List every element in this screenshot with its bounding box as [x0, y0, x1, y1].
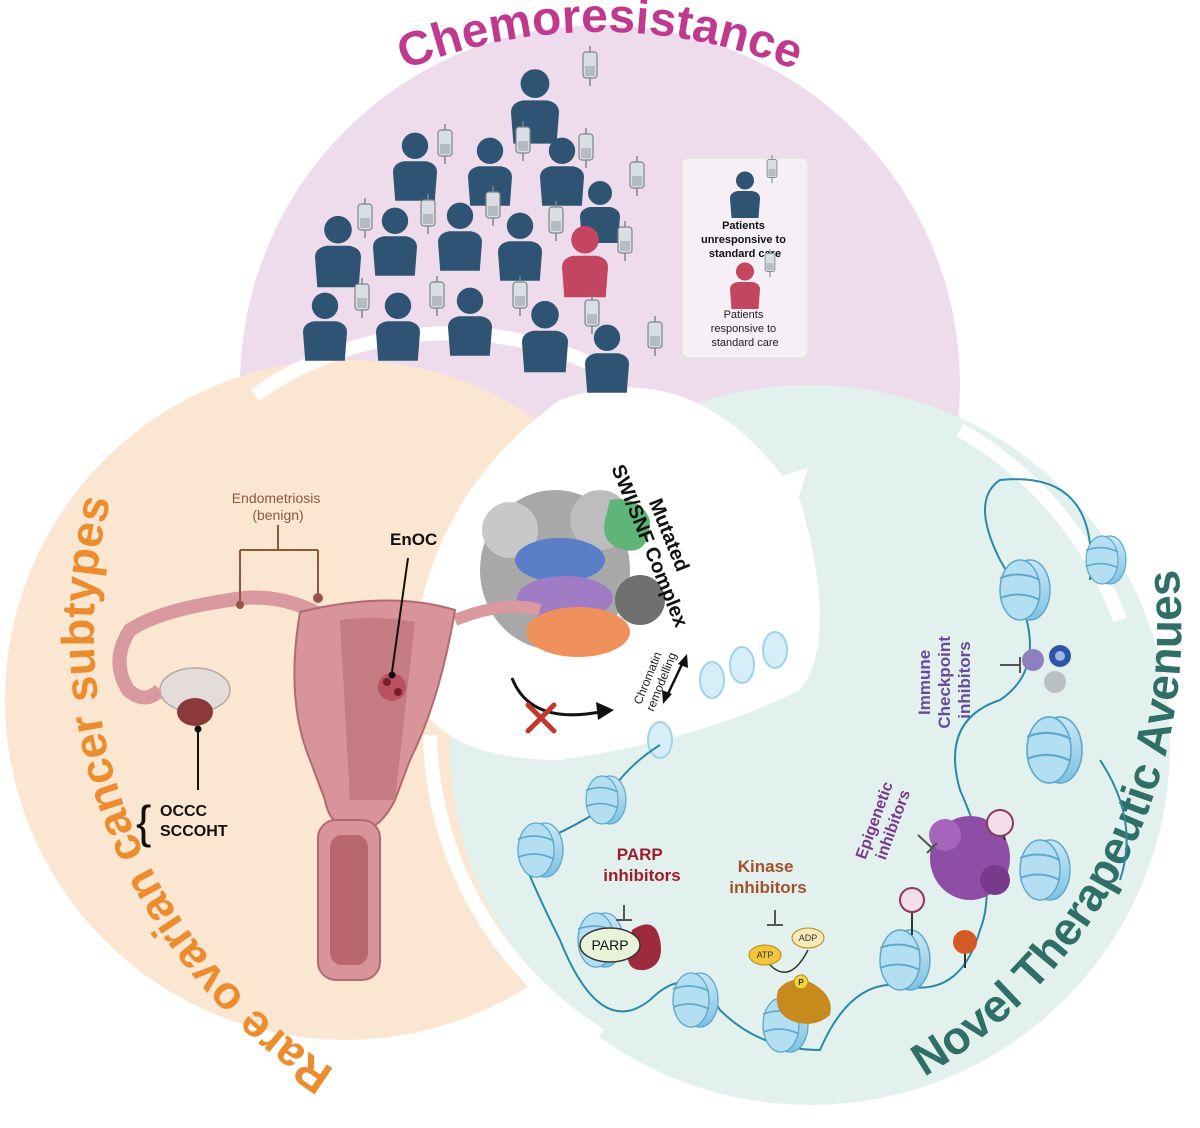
legend-unresponsive-line3: standard care [709, 248, 781, 260]
nucleosome-icon [1025, 715, 1084, 785]
subtype-brace: { [136, 796, 151, 848]
legend-responsive-line1: Patients [724, 309, 764, 321]
nucleosome-icon [672, 972, 719, 1028]
nucleosome-icon [999, 559, 1051, 621]
endometriosis-pointer [239, 525, 319, 602]
nucleosome-icon [1019, 839, 1071, 901]
legend-unresponsive-line1: Patients [722, 220, 765, 232]
subtypes-label: OCCC SCCOHT [160, 803, 228, 840]
legend-responsive-line3: standard care [711, 337, 778, 349]
kinase-enzyme [776, 979, 831, 1024]
svg-text:P: P [798, 978, 804, 987]
nucleosome-icon [517, 822, 564, 878]
parp-protein [579, 927, 641, 963]
histone-mark-orange [953, 930, 977, 954]
enoc-label: EnOC [390, 530, 437, 549]
nucleosome-icon [585, 775, 627, 825]
parp-inhibitors-label: PARP inhibitors [603, 845, 680, 885]
immune-cell-icon [1022, 649, 1044, 671]
uterus-illustration [112, 590, 542, 981]
legend-responsive-line2: responsive to [711, 323, 776, 335]
phospho-icon [793, 974, 809, 990]
legend-unresponsive-line2: unresponsive to [701, 234, 786, 246]
parp-protein-label: PARP [591, 937, 628, 953]
histone-mark-pink [986, 809, 1014, 837]
svg-text:ADP: ADP [799, 933, 818, 943]
svg-text:ATP: ATP [757, 950, 774, 960]
endometriosis-label: Endometriosis (benign) [232, 490, 325, 523]
blocked-cross-icon [525, 702, 557, 734]
progression-arrow [729, 489, 786, 546]
adp-molecule [791, 927, 825, 949]
patient-legend: Patients unresponsive to standard care P… [681, 154, 809, 359]
subtype-sccoht: SCCOHT [160, 823, 228, 840]
kinase-inhibitors-label: Kinase inhibitors [729, 857, 806, 897]
subtype-occc: OCCC [160, 803, 208, 820]
nucleosome-icon [879, 929, 931, 991]
atp-molecule [748, 944, 782, 966]
svg-text:Patients unresponsive to: Patients unresponsive to standard care [701, 220, 789, 260]
immune-label: Immune Checkpoint inhibitors [915, 631, 974, 728]
nucleosome-icon [1085, 535, 1127, 585]
svg-text:Patients responsive to: Patients responsive to standard care [711, 309, 780, 349]
